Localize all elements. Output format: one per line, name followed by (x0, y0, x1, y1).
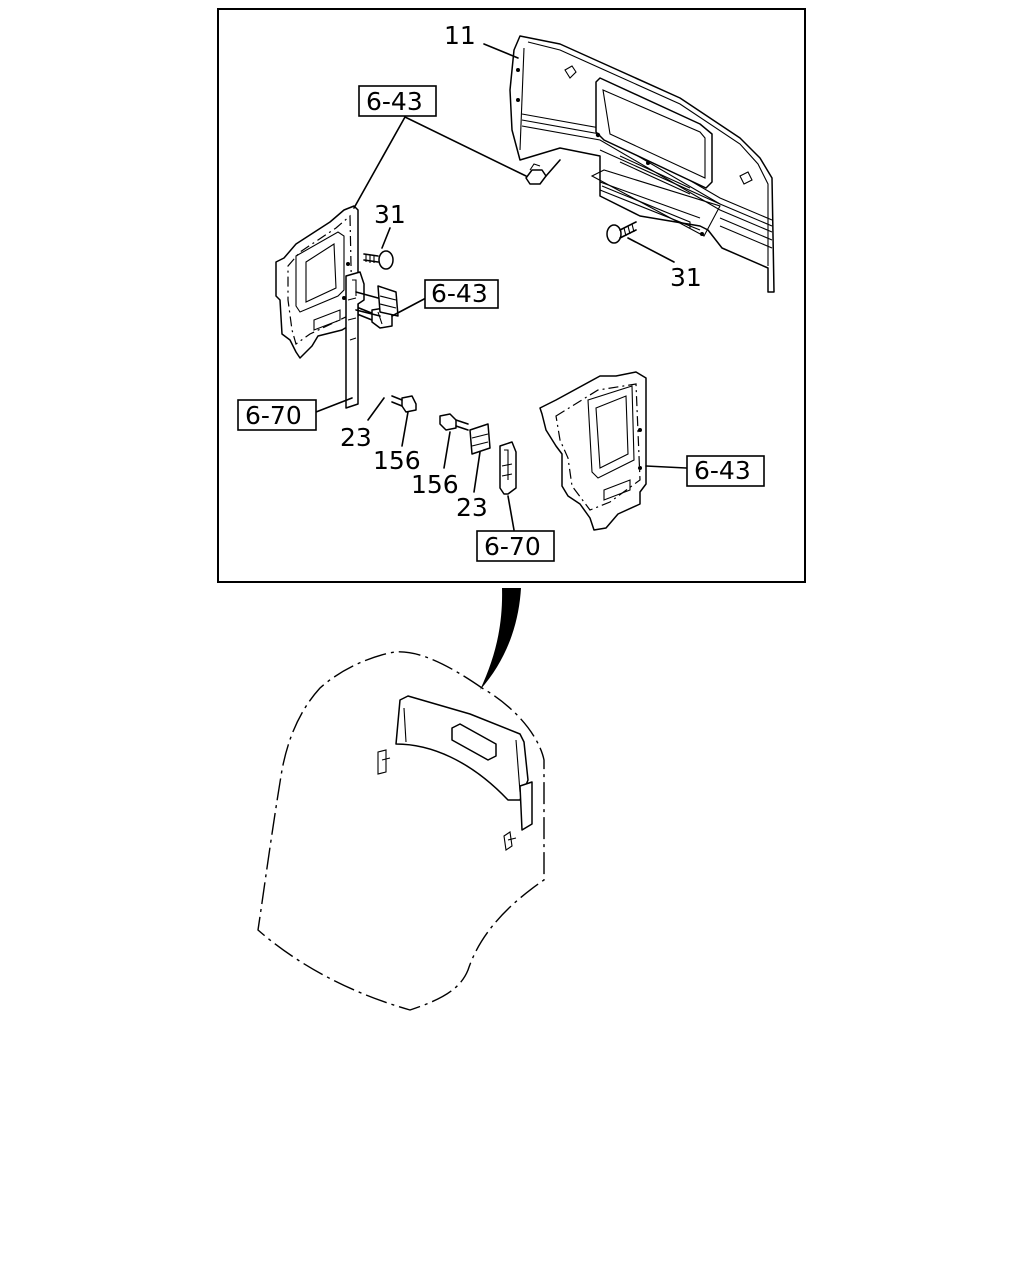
screw-31-left (363, 250, 394, 270)
screw-31-right (606, 221, 637, 244)
callout-23-right: 23 (456, 493, 488, 522)
callout-6-43-top: 6-43 (366, 87, 423, 116)
callout-box-6-43-mid (424, 279, 499, 309)
bolt-156-right (439, 413, 469, 431)
hinge-plate-23-left (355, 285, 399, 317)
callout-31-left: 31 (374, 200, 406, 229)
callout-23-left: 23 (340, 423, 372, 452)
callout-31-right: 31 (670, 263, 702, 292)
callout-6-43-right: 6-43 (694, 456, 751, 485)
leader-lines (315, 43, 687, 531)
bolt-156-left (391, 395, 417, 413)
vehicle-rear-outline (257, 651, 545, 1011)
callout-156-right: 156 (411, 470, 459, 499)
clip-fastener-upper (525, 159, 561, 185)
rear-upper-panel (509, 35, 775, 293)
callout-6-70-left: 6-70 (245, 401, 302, 430)
callout-box-6-43-top (358, 85, 437, 117)
callout-box-6-43-right (686, 455, 765, 487)
callout-box-6-70-bottom (476, 530, 555, 562)
callout-11: 11 (444, 21, 476, 50)
right-hinge-bracket (499, 441, 517, 495)
callout-156-left: 156 (373, 446, 421, 475)
left-hinge-bracket (345, 271, 365, 409)
callout-6-70-bottom: 6-70 (484, 532, 541, 561)
hinge-plate-23-right (469, 423, 491, 455)
callout-box-6-70-left (237, 399, 317, 431)
callout-6-43-mid: 6-43 (431, 279, 488, 308)
exploded-view-frame (217, 8, 806, 583)
pointer-arrow (480, 588, 521, 690)
right-side-trim-panel (539, 371, 647, 531)
